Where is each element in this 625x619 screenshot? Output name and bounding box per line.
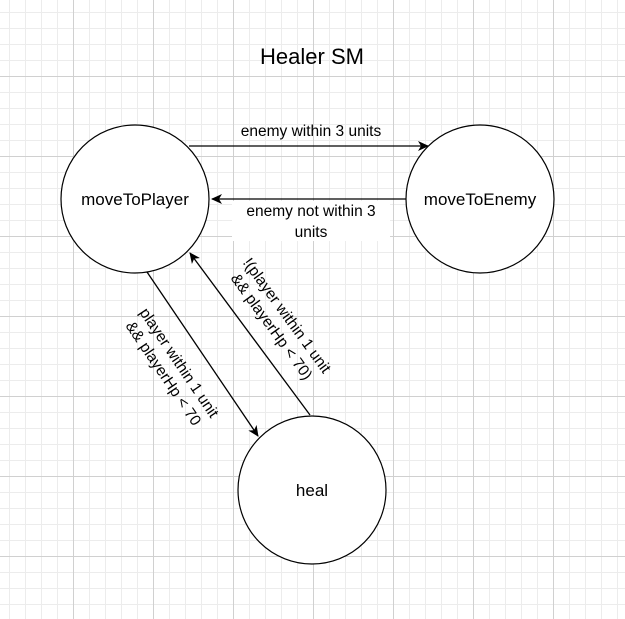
diagram-title: Healer SM (260, 44, 364, 69)
state-label-heal: heal (296, 481, 328, 500)
state-circle (405, 124, 555, 274)
state-circle (237, 415, 387, 565)
edge-label-to-player-from-enemy-line1: enemy not within 3 (246, 203, 375, 220)
edge-to-heal[interactable] (146, 271, 259, 437)
edge-label-to-enemy: enemy within 3 units (241, 123, 382, 140)
state-node-heal[interactable]: heal (237, 415, 387, 565)
state-circle (60, 124, 210, 274)
state-label-move-to-player: moveToPlayer (81, 190, 189, 209)
state-node-move-to-enemy[interactable]: moveToEnemy (405, 124, 555, 274)
edge-to-move-to-player-from-heal[interactable] (189, 252, 311, 416)
state-node-move-to-player[interactable]: moveToPlayer (60, 124, 210, 274)
edge-label-bg (232, 201, 390, 241)
state-label-move-to-enemy: moveToEnemy (424, 190, 537, 209)
edge-label-to-player-from-enemy-line2: units (295, 224, 328, 241)
